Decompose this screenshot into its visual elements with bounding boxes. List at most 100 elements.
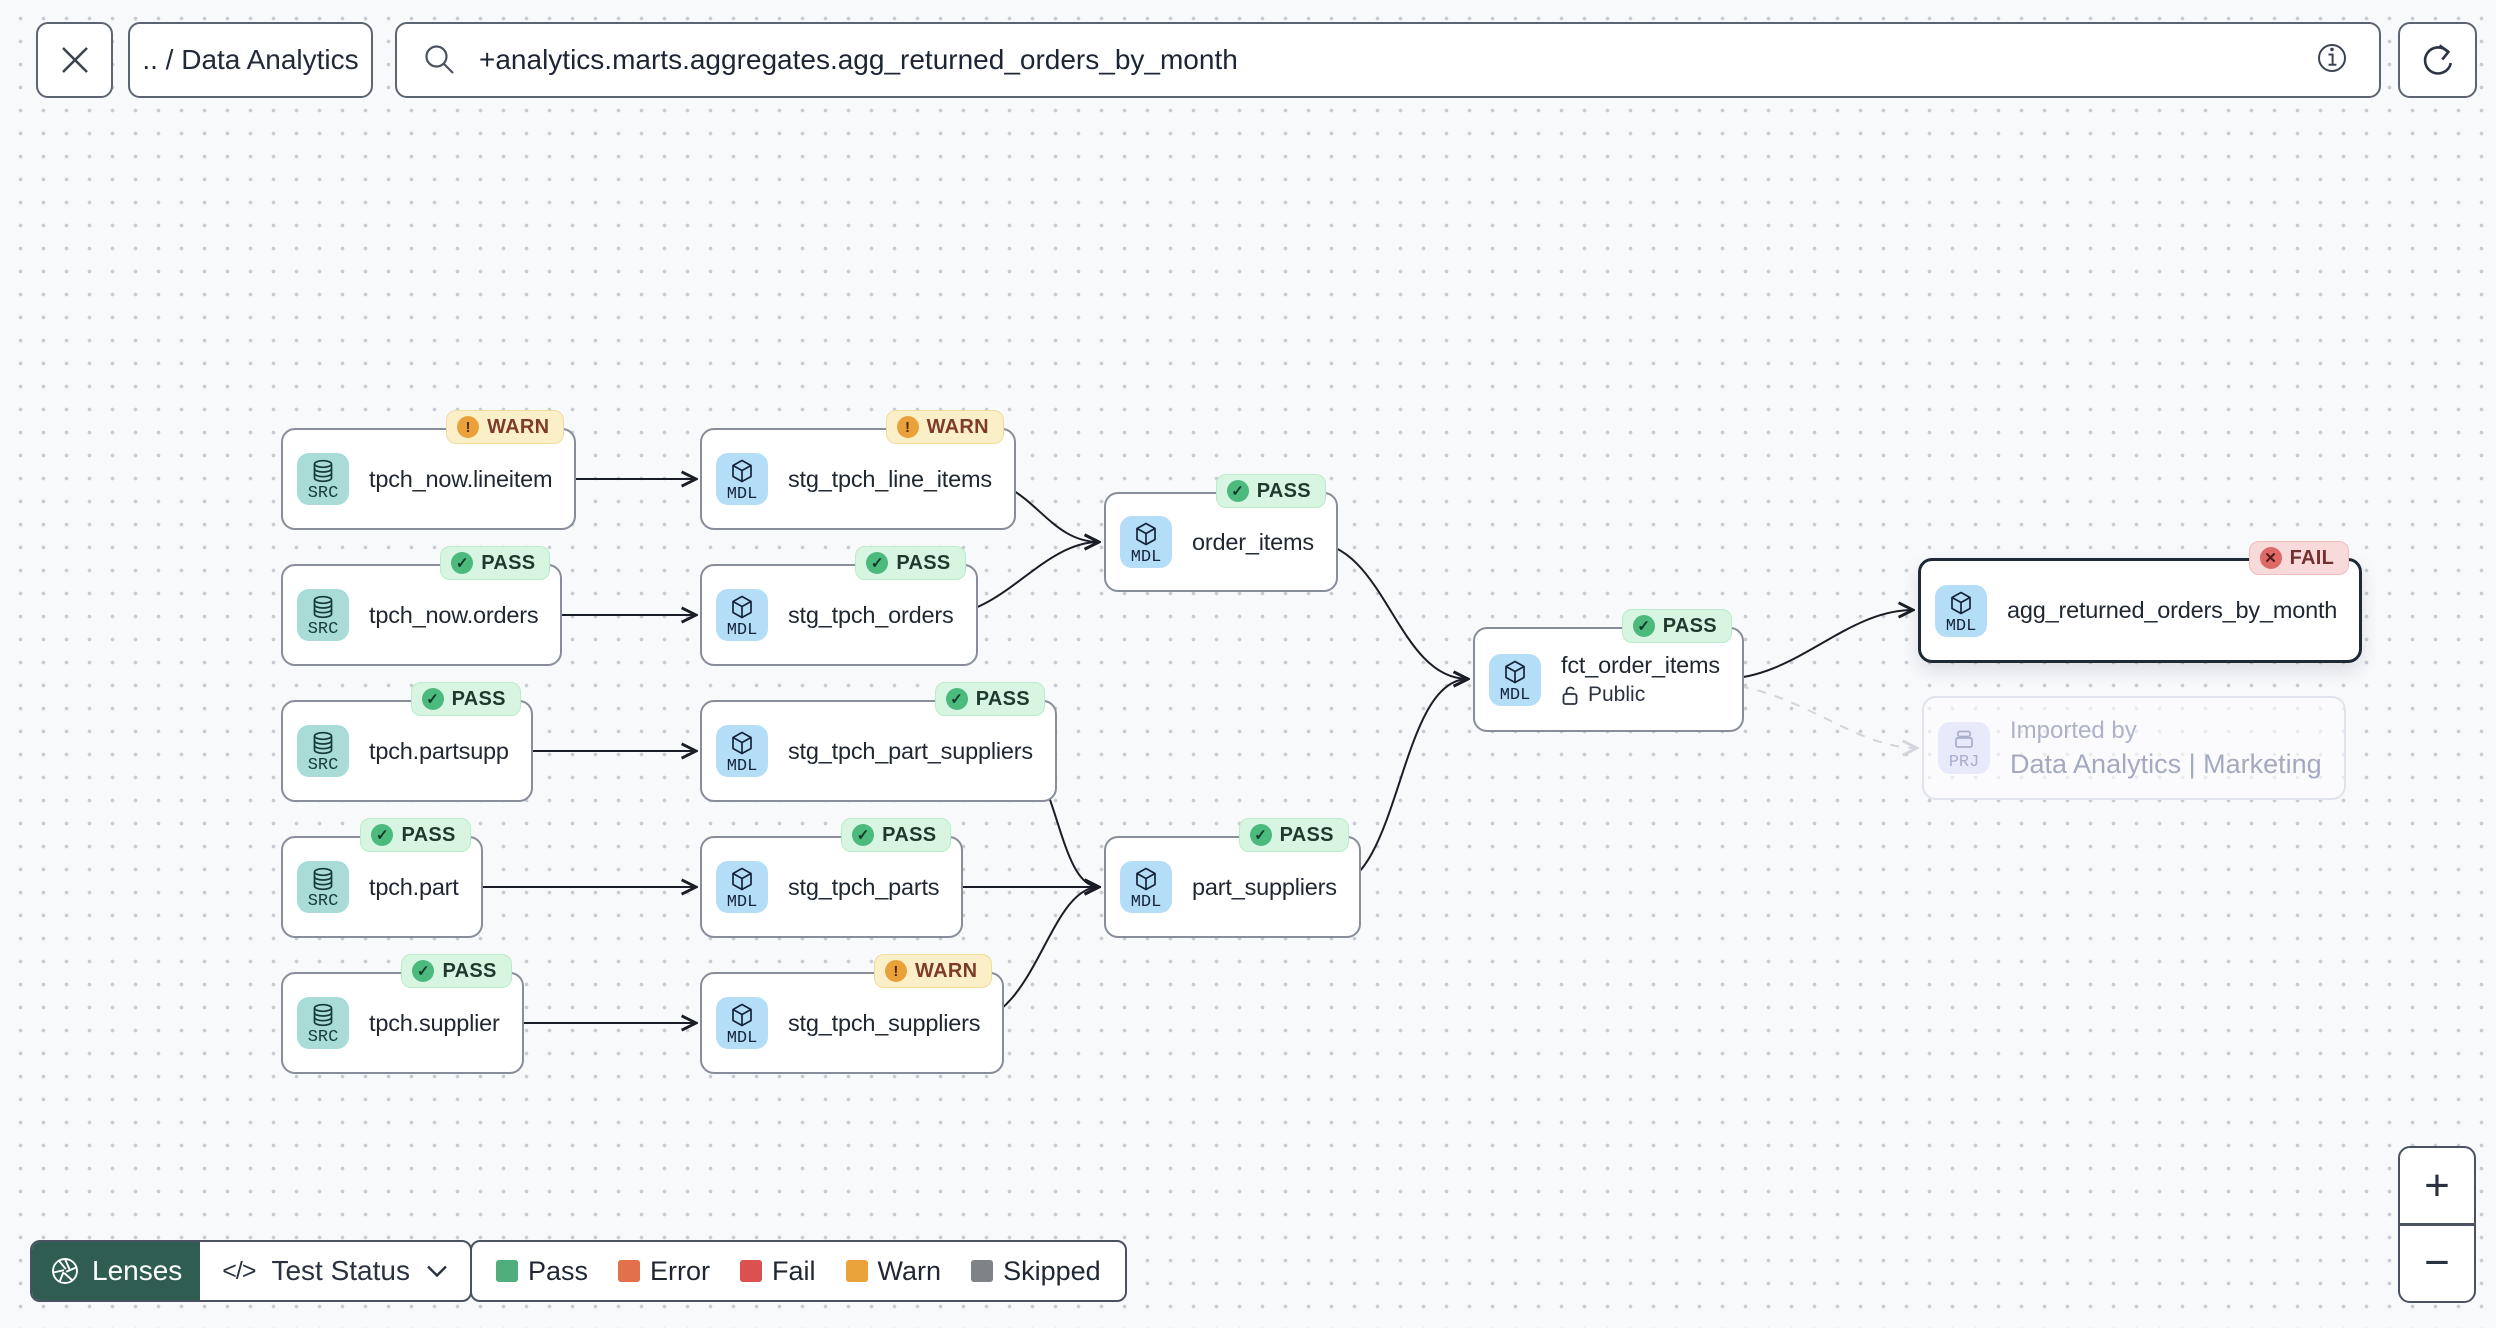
cube-icon [732,595,752,619]
check-icon: ✓ [451,552,474,574]
source-type-icon: SRC [297,725,349,777]
search-bar[interactable] [395,22,2381,98]
cube-icon [732,867,752,891]
zoom-in-button[interactable]: + [2400,1148,2474,1223]
node-imported-by-project[interactable]: PRJ Imported by Data Analytics | Marketi… [1922,696,2346,800]
node-label: tpch.part [369,873,459,900]
node-label: stg_tpch_part_suppliers [788,737,1033,764]
node-label: tpch.supplier [369,1009,500,1036]
legend-item-pass: Pass [496,1256,588,1287]
warn-icon: ! [896,416,919,438]
node-label: stg_tpch_line_items [788,465,992,492]
model-type-icon: MDL [1120,861,1172,913]
node-label: stg_tpch_orders [788,601,954,628]
status-badge: ✓ PASS [855,546,966,580]
search-icon [425,45,454,74]
database-icon [313,1003,333,1027]
check-icon: ✓ [1226,480,1249,502]
model-type-icon: MDL [1935,584,1987,637]
node-fct-order-items[interactable]: ✓ PASS MDL fct_order_items Public [1473,609,1744,732]
minus-icon: − [2424,1238,2450,1288]
node-stg-tpch-parts[interactable]: ✓ PASS MDL stg_tpch_parts [700,818,964,938]
zoom-controls: + − [2398,1146,2476,1303]
lenses-button[interactable]: Lenses [32,1242,201,1300]
source-type-icon: SRC [297,861,349,913]
node-tpch-now-lineitem[interactable]: ! WARN SRC tpch_now.lineitem [281,410,577,530]
check-icon: ✓ [1249,824,1272,846]
status-badge: ✓ PASS [841,818,952,852]
node-stg-tpch-line-items[interactable]: ! WARN MDL stg_tpch_line_items [700,410,1016,530]
breadcrumb[interactable]: .. / Data Analytics [128,22,373,98]
check-icon: ✓ [866,552,889,574]
legend-item-warn: Warn [845,1256,941,1287]
model-type-icon: MDL [716,861,768,913]
node-label: part_suppliers [1192,873,1337,900]
status-badge: ✓ PASS [440,546,551,580]
search-input[interactable] [479,44,2295,76]
chevron-down-icon [427,1265,447,1278]
refresh-button[interactable] [2398,22,2477,98]
check-icon: ✓ [421,688,444,710]
close-icon [61,47,88,73]
warn-icon: ! [885,960,908,982]
search-info[interactable] [2311,37,2353,84]
node-label: agg_returned_orders_by_month [2007,597,2338,623]
status-badge: ✕ FAIL [2248,541,2350,575]
node-tpch-part[interactable]: ✓ PASS SRC tpch.part [281,818,483,938]
zoom-divider [2400,1223,2474,1226]
cube-icon [732,459,752,483]
model-type-icon: MDL [716,453,768,505]
node-tpch-supplier[interactable]: ✓ PASS SRC tpch.supplier [281,954,524,1074]
lenses-control[interactable]: Lenses </> Test Status [30,1240,472,1302]
database-icon [313,731,333,755]
cube-icon [1136,522,1156,546]
node-label: stg_tpch_suppliers [788,1009,981,1036]
status-badge: ! WARN [874,954,993,988]
imported-by-project-label: Data Analytics | Marketing [2010,748,2322,779]
node-stg-tpch-orders[interactable]: ✓ PASS MDL stg_tpch_orders [700,546,978,666]
node-label: tpch.partsupp [369,737,509,764]
access-row: Public [1561,683,1720,707]
node-stg-tpch-suppliers[interactable]: ! WARN MDL stg_tpch_suppliers [700,954,1005,1074]
source-type-icon: SRC [297,453,349,505]
status-badge: ✓ PASS [401,954,512,988]
status-badge: ! WARN [446,410,565,444]
test-status-legend: Pass Error Fail Warn Skipped [470,1240,1127,1302]
cube-icon [1951,591,1971,614]
cube-icon [732,731,752,755]
status-badge: ✓ PASS [1215,474,1326,508]
model-type-icon: MDL [1120,516,1172,568]
check-icon: ✓ [412,960,435,982]
access-label: Public [1588,683,1646,706]
database-icon [313,595,333,619]
status-badge: ! WARN [885,410,1004,444]
node-agg-returned-orders-by-month[interactable]: ✕ FAIL MDL agg_returned_orders_by_month [1918,541,2363,663]
status-badge: ✓ PASS [934,682,1045,716]
close-button[interactable] [36,22,113,98]
legend-item-fail: Fail [740,1256,816,1287]
database-icon [313,867,333,891]
cube-icon [1505,660,1525,683]
node-stg-tpch-part-suppliers[interactable]: ✓ PASS MDL stg_tpch_part_suppliers [700,682,1057,802]
zoom-out-button[interactable]: − [2400,1226,2474,1301]
status-badge: ✓ PASS [1238,818,1349,852]
node-label: fct_order_items [1561,652,1720,678]
node-tpch-partsupp[interactable]: ✓ PASS SRC tpch.partsupp [281,682,533,802]
refresh-icon [2423,44,2452,75]
model-type-icon: MDL [716,997,768,1049]
node-order-items[interactable]: ✓ PASS MDL order_items [1104,474,1338,592]
legend-item-skipped: Skipped [971,1256,1101,1287]
warn-swatch [845,1260,868,1282]
aperture-icon [52,1258,78,1284]
error-swatch [618,1260,641,1282]
source-type-icon: SRC [297,589,349,641]
node-tpch-now-orders[interactable]: ✓ PASS SRC tpch_now.orders [281,546,563,666]
model-type-icon: MDL [716,725,768,777]
skipped-swatch [971,1260,994,1282]
status-badge: ✓ PASS [410,682,521,716]
node-part-suppliers[interactable]: ✓ PASS MDL part_suppliers [1104,818,1361,938]
check-icon: ✓ [852,824,875,846]
lens-selector[interactable]: </> Test Status [200,1242,470,1300]
check-icon: ✓ [1632,615,1655,637]
